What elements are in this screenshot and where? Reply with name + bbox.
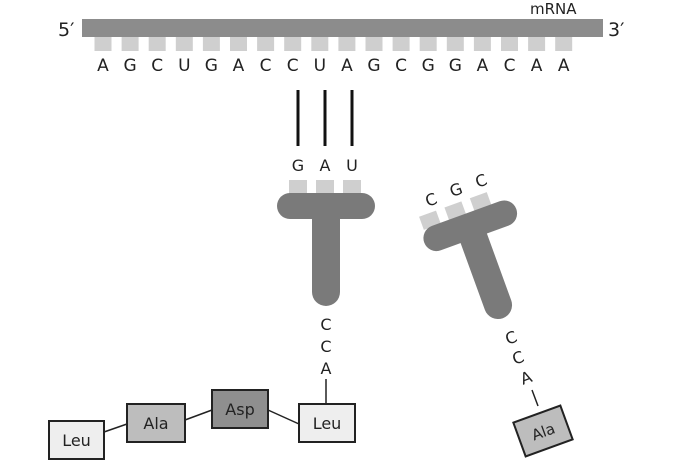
- acceptor-base: C: [503, 327, 520, 349]
- mrna-base: C: [504, 56, 516, 76]
- mrna-base: G: [422, 56, 435, 76]
- mrna-base: A: [531, 56, 543, 76]
- mrna-base: G: [367, 56, 380, 76]
- peptide-bond: [184, 409, 213, 421]
- acceptor-base: C: [320, 337, 331, 356]
- mrna-five-prime-label: 5′: [58, 19, 74, 41]
- mrna-base-tab: [202, 37, 220, 51]
- mrna-base: G: [124, 56, 137, 76]
- polypeptide-chain: Leu Ala Asp Leu: [48, 389, 356, 460]
- acceptor-base: A: [321, 359, 332, 378]
- mrna-base-tab: [284, 37, 302, 51]
- mrna-base-tab: [555, 37, 573, 51]
- mrna-base: A: [233, 56, 245, 76]
- mrna-base-tab: [148, 37, 166, 51]
- mrna-base: C: [151, 56, 163, 76]
- mrna-base: A: [97, 56, 109, 76]
- mrna-base: A: [477, 56, 489, 76]
- anticodon-base: A: [320, 156, 331, 175]
- anticodon-base: G: [447, 179, 465, 201]
- mrna-base: C: [287, 56, 299, 76]
- mrna-base-tab: [473, 37, 491, 51]
- mrna-base: A: [341, 56, 353, 76]
- peptide-bond: [103, 423, 128, 433]
- amino-acid-box: [211, 389, 269, 429]
- anticodon-tab: [316, 180, 334, 194]
- mrna-base: G: [205, 56, 218, 76]
- anticodon-base: C: [423, 189, 440, 211]
- amino-acid-box: [298, 403, 356, 443]
- amino-acid-box: [512, 404, 574, 458]
- mrna-base-tab: [446, 37, 464, 51]
- mrna-base-tab: [257, 37, 275, 51]
- trna-free: C G C C C A Ala: [419, 170, 574, 458]
- mrna-base: C: [260, 56, 272, 76]
- mrna-base-tab: [365, 37, 383, 51]
- anticodon-tab: [343, 180, 361, 194]
- mrna-three-prime-label: 3′: [608, 19, 624, 41]
- mrna-base-tab: [175, 37, 193, 51]
- trna-bound: G A U C C A: [277, 156, 375, 403]
- mrna-base: U: [178, 56, 190, 76]
- anticodon-base: U: [346, 156, 358, 175]
- peptide-bond: [267, 409, 300, 425]
- mrna-base-tab: [419, 37, 437, 51]
- trna-stem: [312, 200, 340, 306]
- acceptor-link: [531, 389, 539, 407]
- trna-stem: [458, 219, 513, 320]
- mrna-label: mRNA: [530, 0, 577, 18]
- mrna-base: A: [558, 56, 570, 76]
- mrna-base: G: [449, 56, 462, 76]
- acceptor-base: C: [510, 347, 527, 369]
- amino-acid-label: Asp: [225, 400, 254, 419]
- mrna-base-tab: [501, 37, 518, 51]
- anticodon-base: C: [473, 170, 490, 192]
- anticodon-base: G: [292, 156, 304, 175]
- mrna-base: U: [314, 56, 326, 76]
- mrna-base: C: [395, 56, 407, 76]
- mrna-base-tab: [392, 37, 410, 51]
- amino-acid-label: Leu: [313, 414, 342, 433]
- amino-acid-box: [48, 420, 105, 460]
- amino-acid-box: [126, 403, 186, 443]
- amino-acid-label: Ala: [143, 414, 168, 433]
- acceptor-base: A: [518, 367, 535, 389]
- mrna-strand: [82, 19, 603, 37]
- mrna-base-tabs: [94, 37, 573, 51]
- amino-acid-label: Leu: [62, 431, 91, 450]
- mrna-base-tab: [311, 37, 329, 51]
- acceptor-base: C: [320, 315, 331, 334]
- mrna-base-tab: [94, 37, 112, 51]
- anticodon-tab: [289, 180, 307, 194]
- mrna-base-tab: [528, 37, 546, 51]
- mrna-base-tab: [338, 37, 356, 51]
- mrna-base-tab: [230, 37, 247, 51]
- mrna-base-tab: [121, 37, 139, 51]
